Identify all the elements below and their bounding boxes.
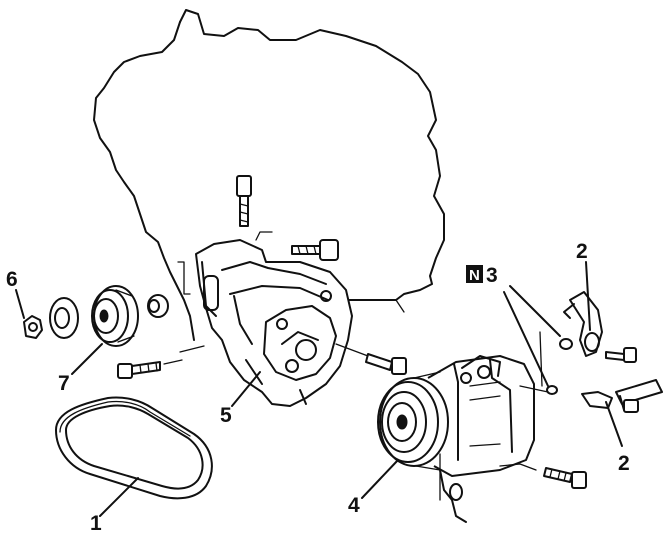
hose-fitting-upper [563,291,603,357]
compressor-upper-bolt [335,343,407,375]
callout-fitting-bottom: 2 [618,452,630,475]
leader-5 [231,371,261,407]
hose-fitting-lower [581,379,663,413]
callout-belt: 1 [90,512,102,533]
bracket-lower-bolt [117,359,183,379]
hose-fitting-upper-bolt [605,347,637,363]
callout-pulley: 7 [58,372,70,395]
idler-pulley [91,285,139,347]
spacer-collar [147,294,169,318]
callout-bracket: 5 [220,404,232,427]
bracket-upper-bolt [291,239,339,261]
bracket-top-bolt [236,175,252,227]
leader-1 [99,477,139,517]
o-rings-badge: N [469,267,480,284]
drive-belt [55,396,213,500]
mounting-bracket [195,231,353,407]
compressor-lower-bolt [543,467,587,489]
o-rings [519,331,573,395]
leader-7 [71,343,103,375]
callout-nut: 6 [6,268,18,291]
o-rings-badge-box [466,265,483,283]
leader-lines [15,261,623,517]
leader-3a [509,285,561,337]
callout-labels: 1 2 2 N 3 4 5 6 7 [6,240,630,533]
callout-fitting-top: 2 [576,240,588,263]
leader-6 [15,289,25,319]
callout-o-rings: 3 [486,264,498,287]
leader-3b [503,291,549,387]
pulley-nut [23,315,43,339]
pulley-washer [49,297,79,339]
leader-2-top [585,261,591,331]
leader-2-bottom [605,401,623,447]
leader-4 [361,459,399,499]
callout-compressor: 4 [348,494,360,517]
ac-compressor [377,355,537,523]
